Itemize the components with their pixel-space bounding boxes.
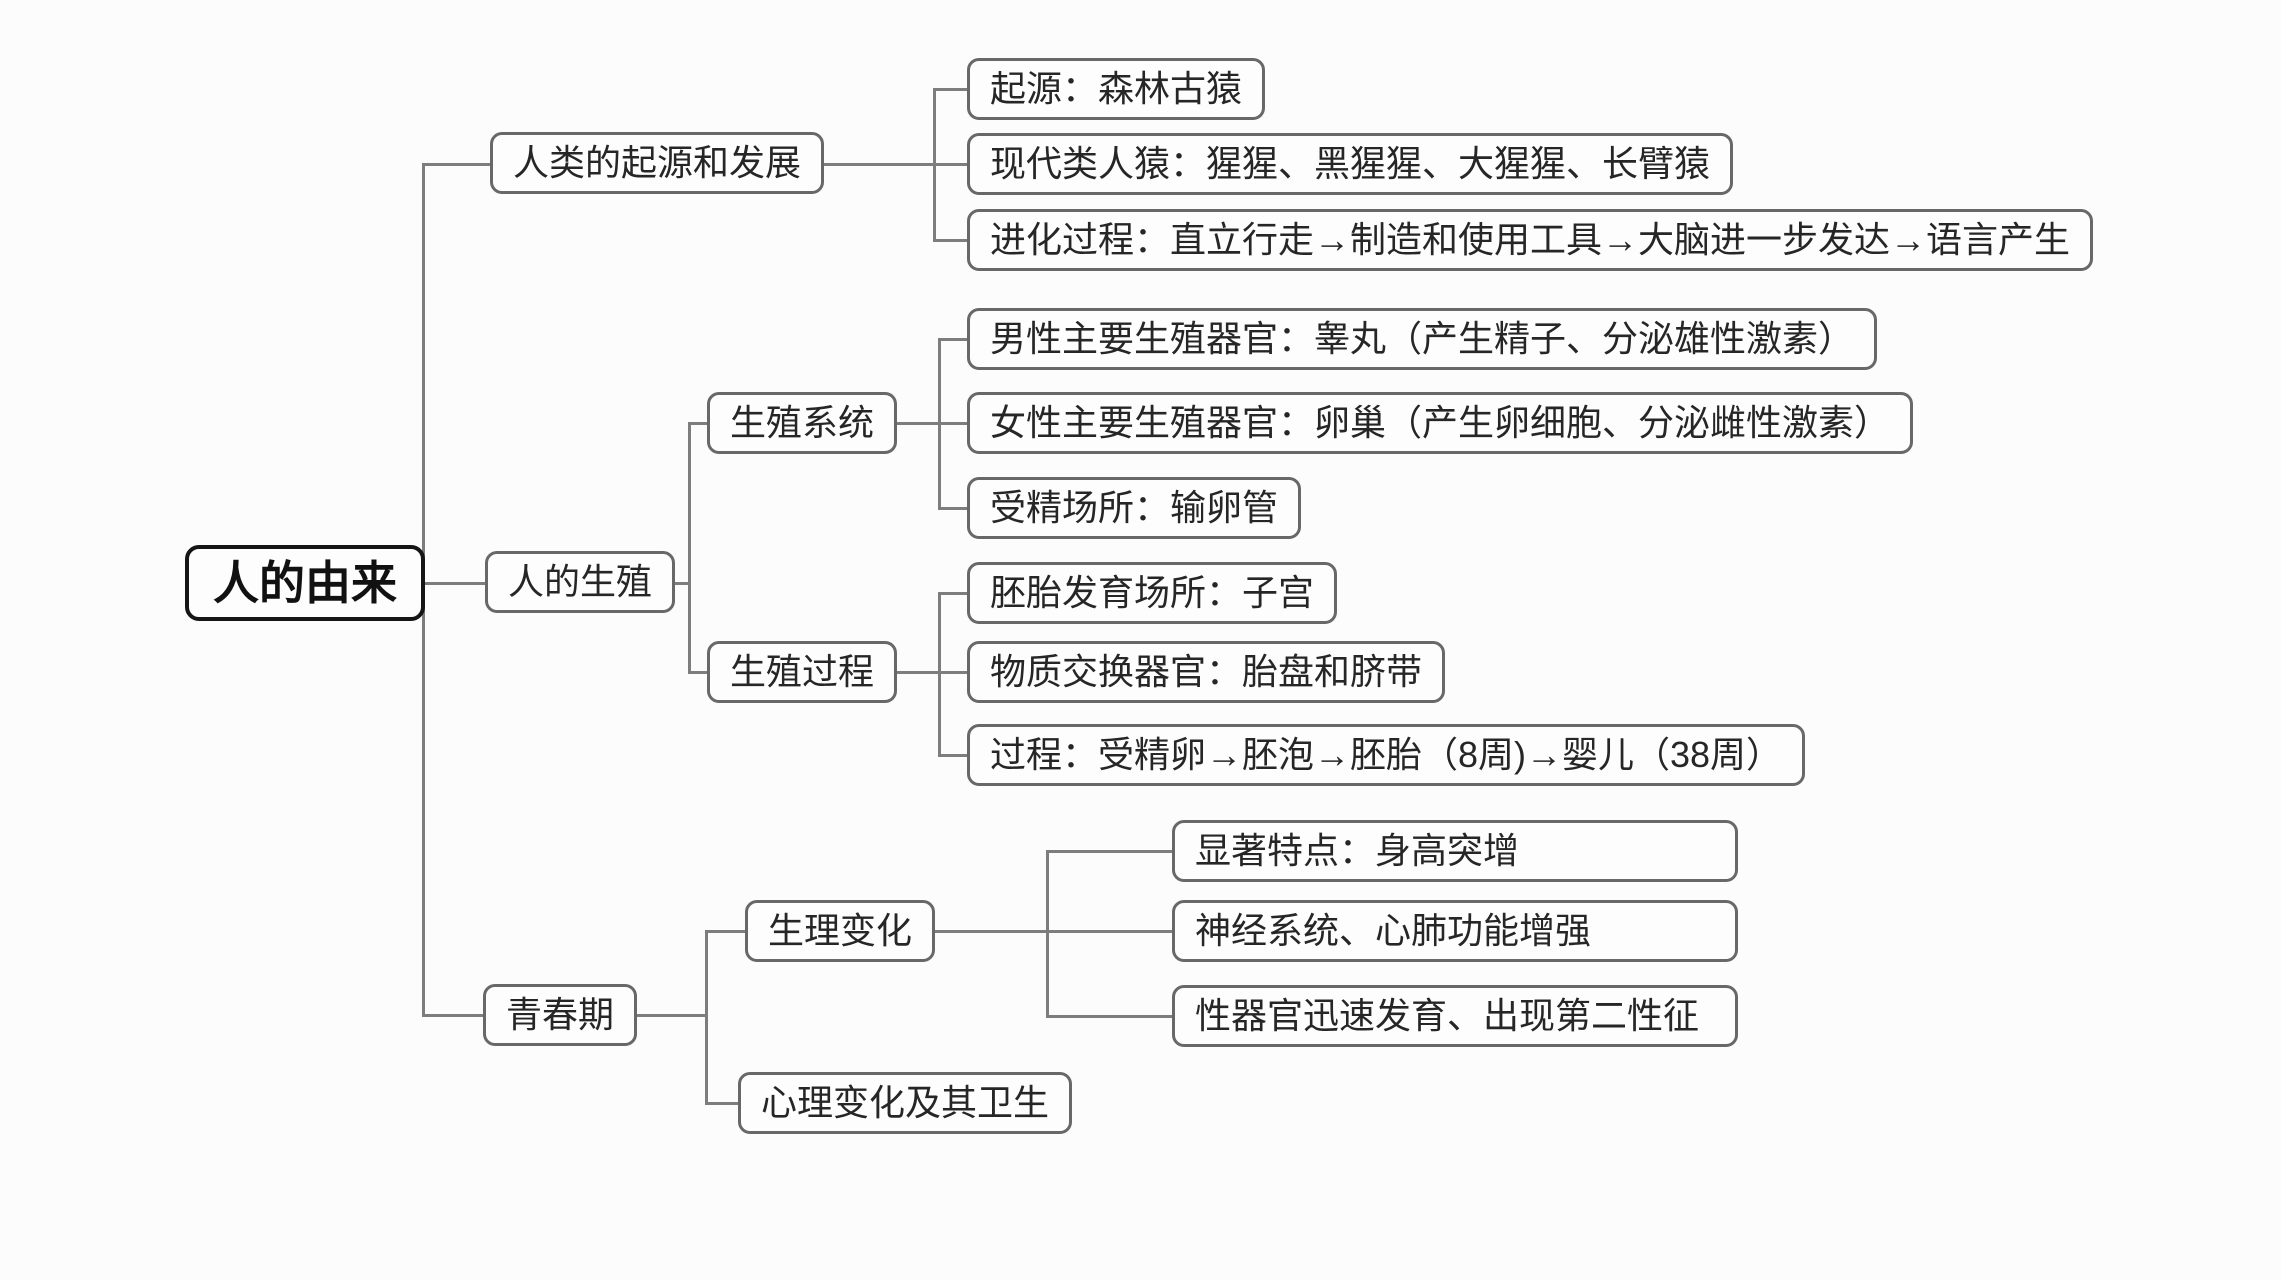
connector-line xyxy=(900,930,1048,933)
connector-line xyxy=(1046,930,1172,933)
connector-line xyxy=(1046,1015,1172,1018)
connector-line xyxy=(380,582,487,585)
node-reproductive-process: 生殖过程 xyxy=(707,641,898,703)
node-root-human-origin: 人的由来 xyxy=(185,545,425,621)
node-exchange-organ-placenta: 物质交换器官：胎盘和脐带 xyxy=(967,641,1446,703)
node-embryo-site-uterus: 胚胎发育场所：子宫 xyxy=(967,562,1338,624)
node-origin-forest-ape: 起源：森林古猿 xyxy=(967,58,1266,120)
node-physiological-changes: 生理变化 xyxy=(745,900,936,962)
connector-line xyxy=(938,592,970,595)
connector-line xyxy=(860,422,940,425)
connector-line xyxy=(705,930,745,933)
node-modern-apes: 现代类人猿：猩猩、黑猩猩、大猩猩、长臂猿 xyxy=(967,133,1734,195)
node-female-organ-ovary: 女性主要生殖器官：卵巢（产生卵细胞、分泌雌性激素） xyxy=(967,392,1914,454)
connector-line xyxy=(933,239,969,242)
node-sex-organs-secondary-traits: 性器官迅速发育、出现第二性征 xyxy=(1172,985,1738,1047)
connector-line xyxy=(790,163,935,166)
connector-line xyxy=(688,422,691,674)
node-reproductive-system: 生殖系统 xyxy=(707,392,898,454)
connector-line xyxy=(860,671,940,674)
node-male-organ-testis: 男性主要生殖器官：睾丸（产生精子、分泌雄性激素） xyxy=(967,308,1878,370)
connector-line xyxy=(1046,850,1172,853)
node-evolution-process: 进化过程：直立行走→制造和使用工具→大脑进一步发达→语言产生 xyxy=(967,209,2094,271)
node-origin-and-development: 人类的起源和发展 xyxy=(490,132,825,194)
node-development-sequence: 过程：受精卵→胚泡→胚胎（8周)→婴儿（38周） xyxy=(967,724,1806,786)
connector-line xyxy=(938,422,970,425)
connector-line xyxy=(933,163,969,166)
node-nervous-cardio-strengthen: 神经系统、心肺功能增强 xyxy=(1172,900,1738,962)
connector-line xyxy=(688,422,710,425)
node-fertilization-site-oviduct: 受精场所：输卵管 xyxy=(967,477,1302,539)
node-puberty: 青春期 xyxy=(483,984,638,1046)
connector-line xyxy=(422,1014,485,1017)
connector-line xyxy=(422,163,492,166)
connector-line xyxy=(933,88,969,91)
node-human-reproduction: 人的生殖 xyxy=(485,551,676,613)
connector-line xyxy=(938,338,970,341)
connector-line xyxy=(688,671,710,674)
node-height-surge: 显著特点：身高突增 xyxy=(1172,820,1738,882)
connector-line xyxy=(938,592,941,756)
connector-line xyxy=(705,1102,738,1105)
connector-line xyxy=(705,930,708,1104)
connector-line xyxy=(938,754,970,757)
connector-line xyxy=(938,507,970,510)
node-psychological-changes-hygiene: 心理变化及其卫生 xyxy=(738,1072,1073,1134)
connector-line xyxy=(630,1014,707,1017)
connector-line xyxy=(938,671,970,674)
connector-line xyxy=(1046,850,1049,1016)
